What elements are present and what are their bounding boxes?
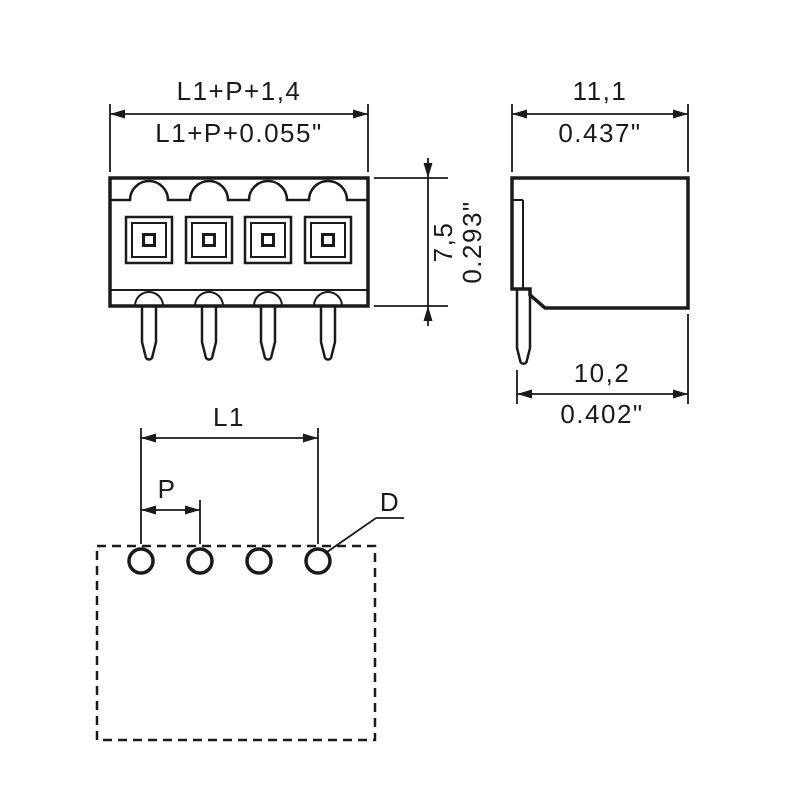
front-height-dimension — [374, 158, 448, 326]
pin — [140, 306, 158, 361]
side-view: 11,1 0.437" 10,2 0.402" — [510, 76, 690, 429]
contact-pin-square — [142, 233, 156, 247]
footprint-l1-dimension — [140, 428, 319, 544]
front-width-mm-label: L1+P+1,4 — [177, 76, 302, 106]
side-pin — [515, 289, 532, 365]
pin — [200, 306, 218, 361]
cavity-inner — [310, 222, 346, 258]
cavity-inner — [250, 222, 286, 258]
side-width-in-label: 0.437" — [558, 118, 641, 148]
arrowhead-right — [673, 109, 688, 119]
base-detail — [110, 289, 368, 307]
arrowhead-left — [512, 109, 527, 119]
footprint-p-label: P — [158, 474, 177, 504]
cavity-outer — [124, 215, 174, 265]
front-width-dimension — [109, 104, 369, 172]
cavity-inner — [191, 222, 227, 258]
arrowhead-right — [353, 109, 368, 119]
front-pins — [140, 306, 337, 361]
contact-pin-square — [321, 233, 335, 247]
footprint-d-leader — [326, 517, 404, 553]
arrowhead-left — [141, 433, 156, 443]
board-outline-dashed — [95, 544, 377, 742]
arrowhead-right — [673, 389, 688, 399]
side-width-dimension — [511, 104, 689, 172]
cavity-inner — [131, 222, 167, 258]
footprint-view: L1 P D — [95, 402, 404, 742]
base-arc — [194, 291, 224, 307]
side-face-detail — [512, 199, 524, 289]
drill-hole — [304, 547, 332, 575]
pin — [319, 306, 337, 361]
front-height-mm-label: 7,5 — [428, 222, 458, 263]
cavity-outer — [243, 215, 293, 265]
front-view: L1+P+1,4 L1+P+0.055" — [108, 76, 487, 361]
cavity-outer — [303, 215, 353, 265]
side-depth-dimension — [516, 314, 689, 404]
contact-pin-square — [202, 233, 216, 247]
side-depth-mm-label: 10,2 — [574, 358, 631, 388]
arrowhead-top — [423, 163, 433, 178]
drill-holes — [127, 547, 332, 575]
footprint-p-dimension — [141, 500, 201, 544]
drill-hole — [186, 547, 214, 575]
side-depth-in-label: 0.402" — [560, 399, 643, 429]
arrowhead-left — [141, 505, 156, 515]
side-body-outline — [510, 176, 690, 310]
scallop-top-profile — [110, 179, 368, 202]
arrowhead-bottom — [423, 306, 433, 321]
base-arc — [253, 291, 283, 307]
drill-hole — [245, 547, 273, 575]
side-width-mm-label: 11,1 — [573, 76, 628, 106]
arrowhead-left — [517, 389, 532, 399]
contact-cavities — [124, 215, 353, 265]
front-width-in-label: L1+P+0.055" — [155, 118, 322, 148]
leader-line — [326, 517, 377, 553]
arrowhead-right — [303, 433, 318, 443]
arrowhead-right — [185, 505, 200, 515]
arrowhead-left — [110, 109, 125, 119]
front-height-in-label: 0.293" — [457, 200, 487, 283]
footprint-d-label: D — [380, 487, 400, 517]
base-arc — [313, 291, 343, 307]
footprint-l1-label: L1 — [213, 402, 245, 432]
connector-body-outline — [108, 176, 370, 308]
drill-hole — [127, 547, 155, 575]
cavity-outer — [184, 215, 234, 265]
contact-pin-square — [261, 233, 275, 247]
base-arc — [134, 291, 164, 307]
pin — [259, 306, 277, 361]
